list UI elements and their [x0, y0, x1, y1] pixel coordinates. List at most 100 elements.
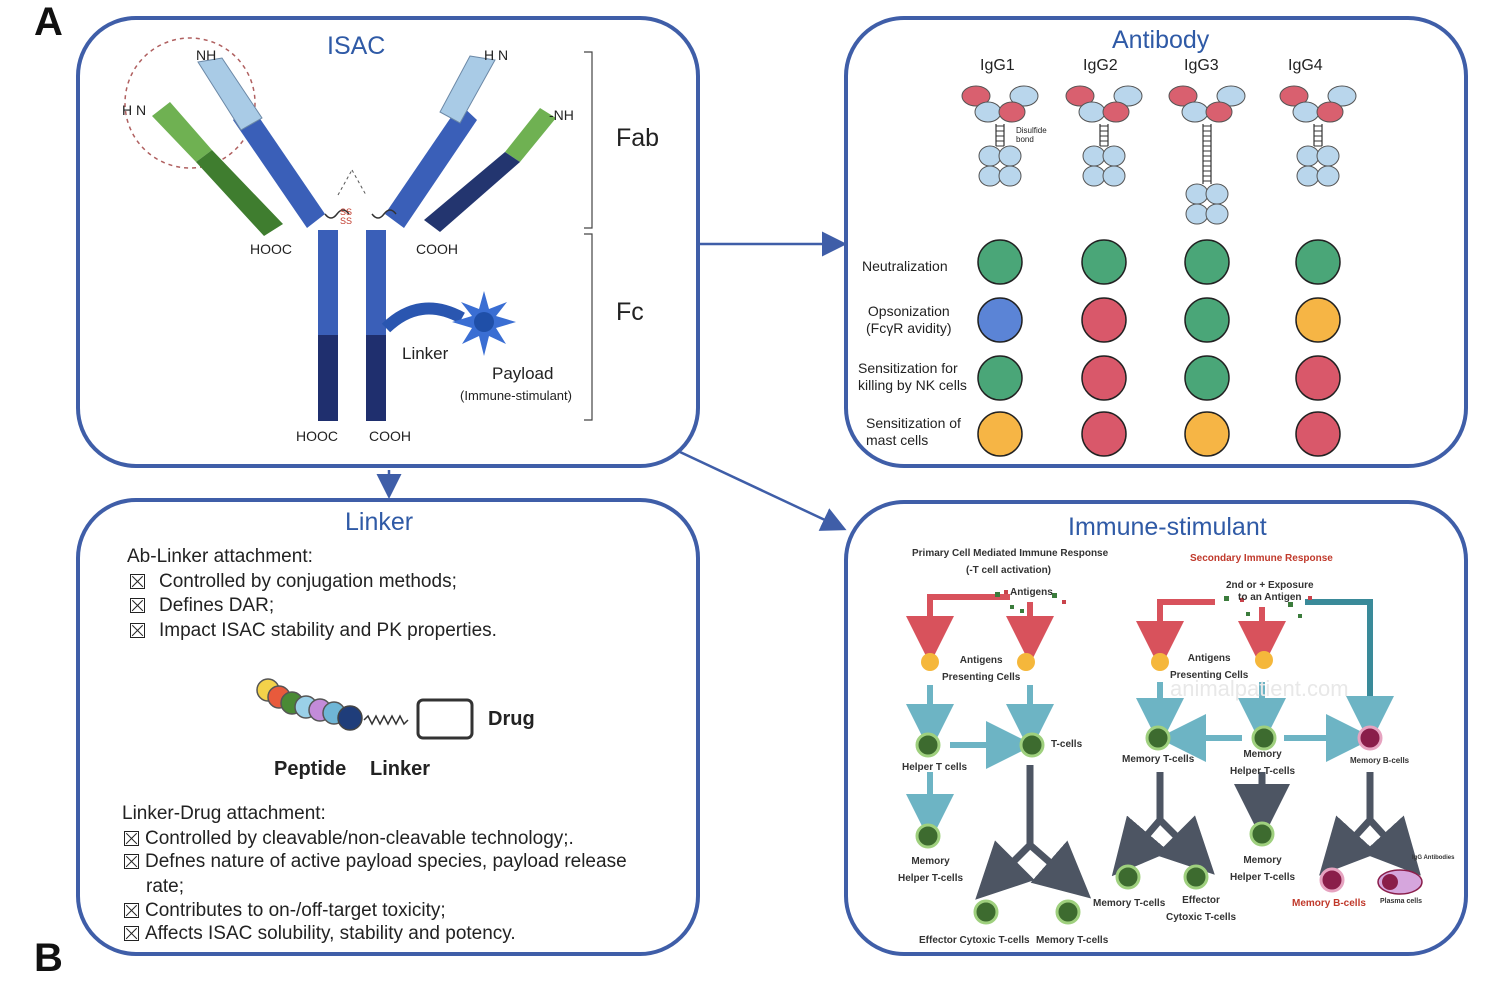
disulfide-label: Disulfide bond: [1016, 126, 1047, 144]
isotype-igg2-icon: [1065, 85, 1143, 187]
linker-label: Linker: [402, 344, 449, 363]
linker-sub-label: Linker: [370, 758, 431, 780]
function-dot: [1184, 411, 1230, 457]
function-neutralization: Neutralization: [862, 258, 948, 274]
antibody-title: Antibody: [1112, 26, 1210, 54]
ab-item-3-text: Impact ISAC stability and PK properties.: [159, 620, 497, 641]
isac-panel: [76, 16, 700, 468]
svg-text:SS: SS: [340, 216, 352, 226]
hooc-bottom-label: HOOC: [296, 428, 338, 444]
payload-sub-label: (Immune-stimulant): [460, 388, 572, 403]
antibody-panel: [844, 16, 1468, 468]
checkbox-icon: [124, 831, 139, 846]
exposure-label: 2nd or + Exposure to an Antigen: [1226, 580, 1314, 603]
nh-top-label: NH: [196, 47, 217, 63]
function-opsonization: Opsonization (FcγR avidity): [866, 303, 952, 336]
function-dot: [1184, 239, 1230, 285]
linker-drug-heading: Linker-Drug attachment:: [122, 803, 326, 824]
hn-right-label: H N: [484, 47, 509, 63]
primary-title: Primary Cell Mediated Immune Response: [912, 548, 1109, 559]
linker-panel: [76, 498, 700, 956]
svg-text:SS: SS: [340, 207, 352, 217]
memory-b2-label: Memory B-cells: [1292, 898, 1366, 909]
drug-item-2-cont: rate;: [146, 876, 185, 897]
effector-cytotoxic-label: Effector Cytoxic T-cells: [919, 935, 1030, 946]
checkbox-icon: [124, 854, 139, 869]
memory-helper2-label: Memory Helper T-cells: [1230, 749, 1296, 777]
function-dot: [1295, 239, 1341, 285]
helper-t-label: Helper T cells: [902, 762, 968, 773]
ab-item-2: Defines DAR;: [130, 595, 274, 617]
peptide-linker-drug-illustration: [256, 678, 474, 740]
drug-item-4: Affects ISAC solubility, stability and p…: [124, 923, 516, 945]
isotype-igg3-icon: [1168, 85, 1246, 225]
secondary-title: Secondary Immune Response: [1190, 553, 1333, 564]
memory-t-label: Memory T-cells: [1036, 935, 1109, 946]
function-dot: [1295, 411, 1341, 457]
checkbox-icon: [124, 903, 139, 918]
t-cells-label: T-cells: [1051, 739, 1083, 750]
checkbox-icon: [130, 574, 145, 589]
fc-label: Fc: [616, 298, 644, 326]
drug-item-2: Defnes nature of active payload species,…: [124, 851, 627, 873]
isac-antibody-illustration: SS SS: [124, 37, 593, 421]
payload-label: Payload: [492, 364, 554, 383]
hooc-left-label: HOOC: [250, 241, 292, 257]
drug-item-3-text: Contributes to on-/off-target toxicity;: [145, 900, 446, 921]
isotype-igg2: IgG2: [1083, 57, 1118, 74]
drug-item-1-text: Controlled by cleavable/non-cleavable te…: [145, 828, 574, 849]
function-dot: [1081, 297, 1127, 343]
plasma-label: Plasma cells: [1380, 898, 1423, 905]
ab-item-2-text: Defines DAR;: [159, 595, 275, 616]
primary-subtitle: (-T cell activation): [966, 565, 1052, 576]
apc-label: Antigens Presenting Cells: [942, 655, 1021, 683]
cooh-right-label: COOH: [416, 241, 458, 257]
function-dot: [1295, 355, 1341, 401]
effector2-label: Effector Cytoxic T-cells: [1166, 895, 1237, 923]
panel-connectors: [376, 231, 847, 531]
ab-item-3: Impact ISAC stability and PK properties.: [130, 620, 497, 642]
panel-label-b: B: [34, 936, 63, 980]
drug-item-2-text: Defnes nature of active payload species,…: [145, 851, 627, 872]
drug-item-4-text: Affects ISAC solubility, stability and p…: [145, 923, 516, 944]
function-dot: [977, 411, 1023, 457]
apc2-label: Antigens Presenting Cells: [1170, 653, 1249, 681]
nh-right-label: -NH: [549, 107, 574, 123]
function-dot: [1295, 297, 1341, 343]
drug-item-3: Contributes to on-/off-target toxicity;: [124, 900, 446, 922]
isac-title: ISAC: [327, 32, 386, 60]
immune-title: Immune-stimulant: [1068, 513, 1267, 541]
antibodies-label: IgG Antibodies: [1412, 855, 1455, 861]
function-dots: [977, 239, 1341, 457]
function-mast-cells: Sensitization of mast cells: [866, 415, 961, 448]
isotype-igg4: IgG4: [1288, 57, 1323, 74]
isotype-illustrations: [961, 85, 1357, 225]
function-dot: [1081, 411, 1127, 457]
antigens-label: Antigens: [1010, 587, 1053, 598]
memory-helper3-label: Memory Helper T-cells: [1230, 855, 1296, 883]
memory-t2-label: Memory T-cells: [1122, 754, 1195, 765]
hn-left-label: H N: [122, 102, 147, 118]
isotype-igg1-icon: [961, 85, 1039, 187]
function-dot: [1081, 355, 1127, 401]
linker-title: Linker: [345, 508, 414, 536]
function-nk-killing: Sensitization for killing by NK cells: [858, 360, 967, 393]
ab-linker-heading: Ab-Linker attachment:: [127, 546, 313, 567]
checkbox-icon: [130, 598, 145, 613]
ab-item-1: Controlled by conjugation methods;: [130, 571, 457, 593]
immune-flow-illustration: [906, 590, 1423, 925]
drug-label: Drug: [488, 708, 535, 730]
checkbox-icon: [124, 926, 139, 941]
memory-helper-label: Memory Helper T-cells: [898, 856, 964, 884]
cooh-bottom-label: COOH: [369, 428, 411, 444]
isotype-igg4-icon: [1279, 85, 1357, 187]
watermark: animalpatient.com: [1170, 676, 1349, 701]
isotype-igg3: IgG3: [1184, 57, 1219, 74]
function-dot: [977, 239, 1023, 285]
fab-label: Fab: [616, 124, 660, 152]
isotype-igg1: IgG1: [980, 57, 1015, 74]
function-dot: [977, 297, 1023, 343]
drug-item-1: Controlled by cleavable/non-cleavable te…: [124, 828, 574, 850]
panel-label-a: A: [34, 0, 63, 44]
